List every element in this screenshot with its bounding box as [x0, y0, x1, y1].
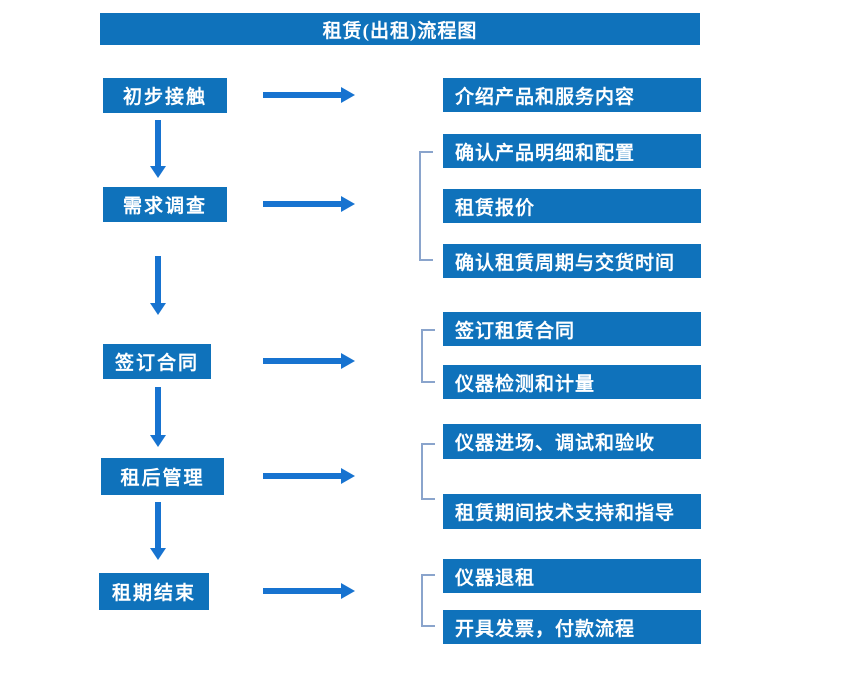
down-arrow [150, 502, 166, 560]
output-box: 租赁报价 [443, 189, 701, 223]
flowchart-title: 租赁(出租)流程图 [100, 13, 700, 45]
group-bracket [421, 329, 435, 383]
right-arrow [263, 468, 355, 484]
output-box: 确认产品明细和配置 [443, 134, 701, 168]
right-arrow [263, 87, 355, 103]
group-bracket [419, 151, 433, 261]
down-arrow [150, 120, 166, 178]
group-bracket [421, 574, 435, 627]
output-box: 仪器检测和计量 [443, 365, 701, 399]
output-box: 租赁期间技术支持和指导 [443, 494, 701, 529]
step-box-initial-contact: 初步接触 [103, 78, 227, 113]
right-arrow [263, 196, 355, 212]
output-box: 确认租赁周期与交货时间 [443, 244, 701, 278]
right-arrow [263, 353, 355, 369]
step-box-rental-end: 租期结束 [99, 573, 209, 610]
step-box-post-rental-management: 租后管理 [101, 458, 224, 495]
step-box-demand-survey: 需求调查 [103, 187, 227, 222]
output-box: 签订租赁合同 [443, 312, 701, 346]
output-box: 仪器退租 [443, 559, 701, 593]
right-arrow [263, 583, 355, 599]
step-box-sign-contract: 签订合同 [103, 344, 211, 379]
down-arrow [150, 256, 166, 315]
output-box: 介绍产品和服务内容 [443, 78, 701, 112]
group-bracket [421, 443, 435, 500]
down-arrow [150, 387, 166, 447]
output-box: 仪器进场、调试和验收 [443, 424, 701, 459]
output-box: 开具发票，付款流程 [443, 610, 701, 644]
